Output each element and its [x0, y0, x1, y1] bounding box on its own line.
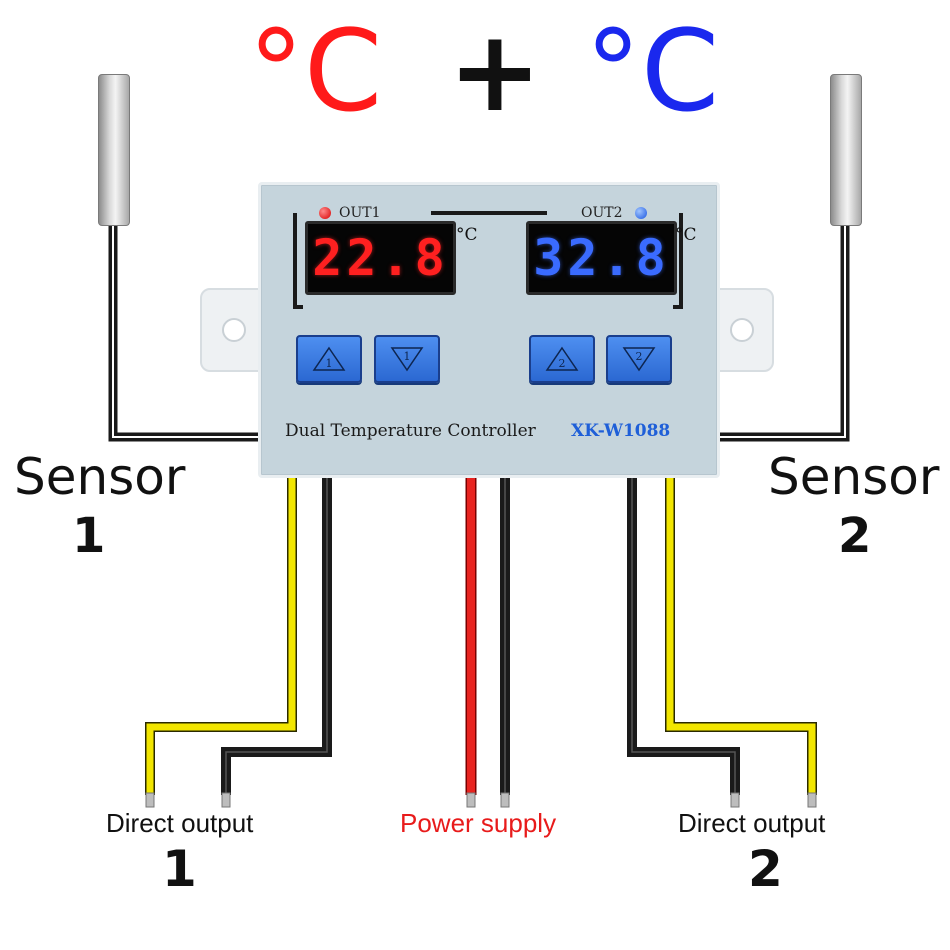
up-arrow-icon: 2 [545, 346, 579, 371]
power-supply-label: Power supply [400, 808, 557, 838]
button-number: 2 [559, 357, 566, 370]
up-arrow-icon: 1 [312, 346, 346, 371]
button-number: 1 [404, 350, 411, 363]
wire-tips [145, 792, 817, 808]
led-red-icon [319, 207, 331, 219]
sensor-2-number: 2 [838, 508, 872, 564]
direct-output-1-label: Direct output [106, 808, 254, 838]
down-arrow-icon: 2 [622, 347, 656, 372]
panel-frame-line [293, 305, 303, 309]
plus-symbol: + [448, 7, 542, 137]
temperature-probe-icon [830, 74, 862, 226]
display-2-value: 32.8 [533, 229, 670, 287]
led-blue-icon [635, 207, 647, 219]
panel-frame-line [679, 213, 683, 309]
output1-yellow-wire [145, 470, 297, 795]
display-2-unit: °C [675, 225, 697, 245]
direct-output-1-number: 1 [162, 840, 197, 898]
down-button-1[interactable]: 1 [374, 335, 440, 383]
direct-output-2-number: 2 [748, 840, 783, 898]
output2-yellow-wire [665, 470, 817, 795]
out2-label: OUT2 [581, 205, 623, 221]
output1-black-wire [221, 478, 332, 795]
temperature-controller: OUT1 OUT2 22.8 °C 32.8 °C 1 1 2 2 [258, 182, 720, 478]
direct-output-2-label: Direct output [678, 808, 826, 838]
sensor-1-label: Sensor [14, 448, 186, 506]
button-number: 2 [636, 350, 643, 363]
display-1-value: 22.8 [312, 229, 449, 287]
down-button-2[interactable]: 2 [606, 335, 672, 383]
up-button-1[interactable]: 1 [296, 335, 362, 383]
temperature-probe-icon [98, 74, 130, 226]
display-1-unit: °C [456, 225, 478, 245]
down-arrow-icon: 1 [390, 347, 424, 372]
panel-frame-line [673, 305, 683, 309]
up-button-2[interactable]: 2 [529, 335, 595, 383]
display-2: 32.8 [526, 221, 677, 295]
output2-black-wire [627, 478, 740, 795]
panel-frame-line [431, 211, 547, 215]
button-number: 1 [326, 357, 333, 370]
celsius-blue-symbol: °C [585, 7, 720, 137]
model-name: Dual Temperature Controller [285, 421, 536, 441]
sensor-1-number: 1 [72, 508, 106, 564]
celsius-red-symbol: °C [248, 7, 383, 137]
mounting-hole [222, 318, 246, 342]
model-label-row: Dual Temperature Controller XK-W1088 [285, 421, 705, 447]
panel-frame-line [293, 213, 297, 309]
model-code: XK-W1088 [571, 421, 671, 441]
mounting-hole [730, 318, 754, 342]
out1-label: OUT1 [339, 205, 381, 221]
display-1: 22.8 [305, 221, 456, 295]
headline: °C + °C [0, 0, 950, 137]
sensor-2-label: Sensor [768, 448, 940, 506]
